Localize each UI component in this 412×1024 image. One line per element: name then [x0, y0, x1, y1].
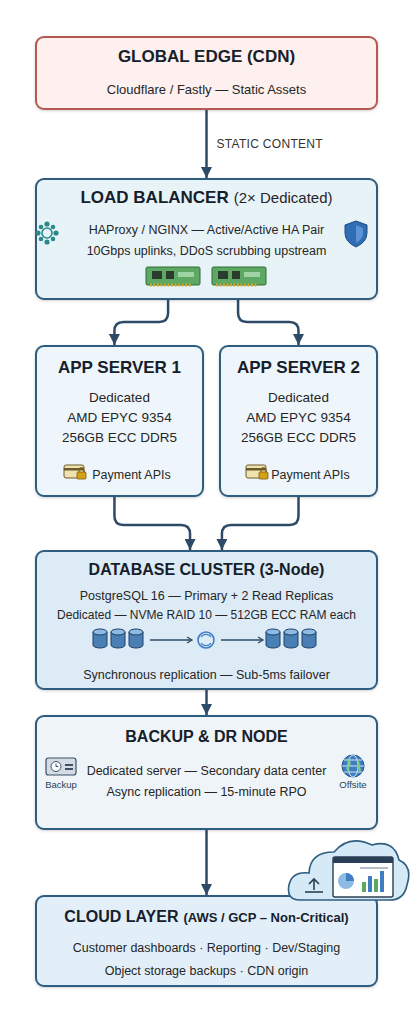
- cloud-illustration: [288, 841, 408, 900]
- connector-arrow: [205, 830, 208, 895]
- node-detail: Synchronous replication — Sub-5ms failov…: [83, 668, 330, 682]
- connector-arrow: [205, 690, 208, 715]
- node-title: CLOUD LAYER: [64, 908, 178, 925]
- node-title: LOAD BALANCER: [80, 188, 228, 207]
- icon-caption: Offsite: [330, 779, 376, 791]
- node-detail: Dedicated: [89, 390, 150, 405]
- node-detail: AMD EPYC 9354: [246, 410, 350, 425]
- connector-arrow: [238, 300, 298, 345]
- connector-arrow: [114, 300, 168, 345]
- node-detail: Payment APIs: [92, 468, 171, 482]
- node-detail: Dedicated: [268, 390, 329, 405]
- node-subtitle: (AWS / GCP – Non-Critical): [183, 910, 348, 925]
- connector-arrow: [222, 497, 299, 550]
- node-title: GLOBAL EDGE (CDN): [118, 47, 295, 66]
- node-title: APP SERVER 1: [58, 358, 181, 377]
- node-detail: HAProxy / NGINX — Active/Active HA Pair: [89, 223, 324, 237]
- node-detail: 10Gbps uplinks, DDoS scrubbing upstream: [87, 244, 327, 258]
- connector-arrow: [205, 110, 208, 178]
- node-detail: AMD EPYC 9354: [67, 410, 171, 425]
- node-detail: PostgreSQL 16 — Primary + 2 Read Replica…: [80, 589, 333, 603]
- app-server-box: APP SERVER 2 DedicatedAMD EPYC 9354 256GB …: [219, 345, 378, 497]
- node-detail: 256GB ECC DDR5: [62, 430, 177, 445]
- node-detail: (2× Dedicated): [234, 189, 333, 206]
- node-detail: Dedicated — NVMe RAID 10 — 512GB ECC RAM…: [57, 608, 356, 622]
- node-detail: 256GB ECC DDR5: [241, 430, 356, 445]
- node-detail: Customer dashboards · Reporting · Dev/St…: [73, 941, 341, 955]
- database-cluster-box: DATABASE CLUSTER (3-Node) PostgreSQL 16 —…: [35, 550, 378, 690]
- node-detail: Async replication — 15-minute RPO: [106, 785, 306, 799]
- edge-label: STATIC CONTENT: [217, 136, 323, 152]
- node-title: BACKUP & DR NODE: [125, 728, 287, 745]
- node-detail: Cloudflare / Fastly — Static Assets: [107, 82, 306, 97]
- connector-arrow: [114, 497, 190, 550]
- backup-box: BACKUP & DR NODE Dedicated server — Secon…: [35, 715, 378, 830]
- load-balancer-box: LOAD BALANCER (2× Dedicated) HAProxy / NGI…: [35, 178, 378, 300]
- node-detail: Dedicated server — Secondary data center: [87, 764, 327, 778]
- app-server-box: APP SERVER 1 DedicatedAMD EPYC 9354 256GB …: [35, 345, 204, 497]
- node-title: DATABASE CLUSTER (3-Node): [89, 561, 325, 578]
- edge-box: GLOBAL EDGE (CDN) Cloudflare / Fastly — S…: [35, 36, 378, 110]
- cloud-layer-box: CLOUD LAYER (AWS / GCP – Non-Critical) Cus…: [35, 895, 378, 987]
- node-detail: Payment APIs: [271, 468, 350, 482]
- node-detail: Object storage backups · CDN origin: [105, 964, 309, 978]
- icon-caption: Backup: [38, 779, 84, 791]
- node-title: APP SERVER 2: [237, 358, 360, 377]
